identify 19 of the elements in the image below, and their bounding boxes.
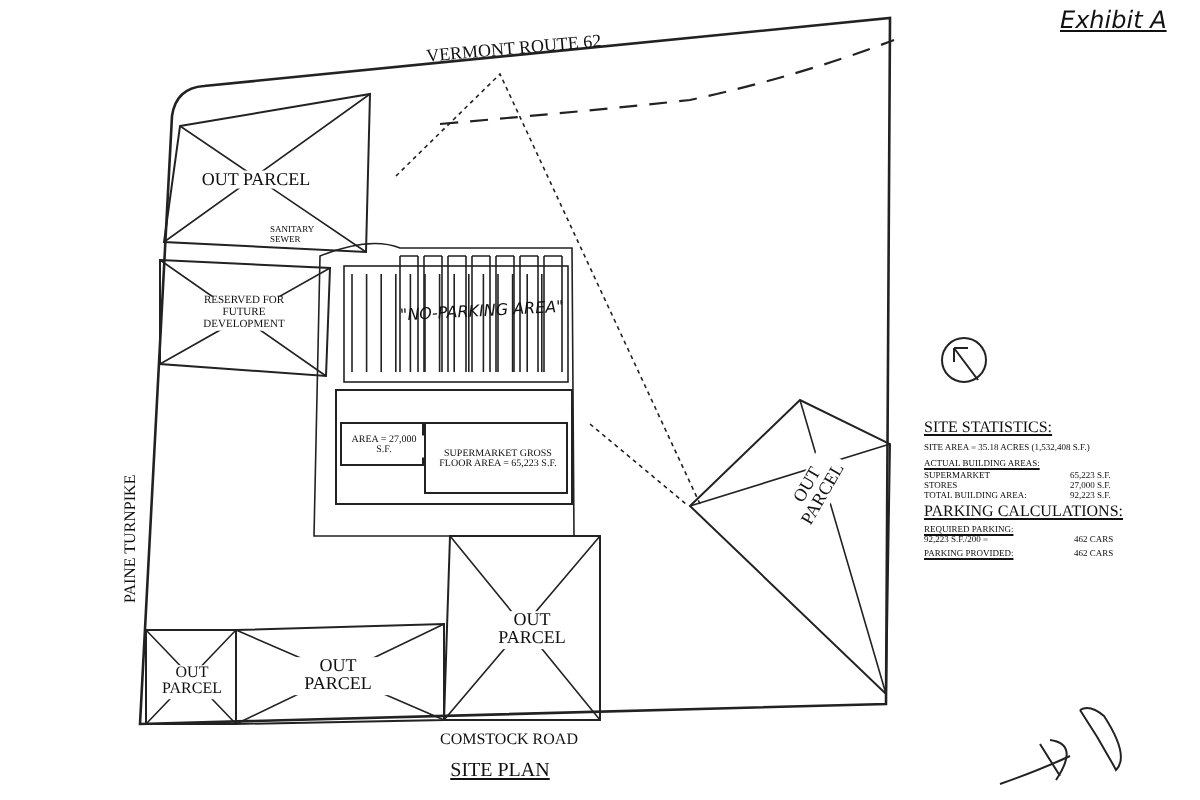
- building-area: [424, 422, 568, 494]
- parcel-outline: [144, 626, 240, 730]
- road-name: VERMONT ROUTE 62: [425, 32, 603, 68]
- parcel-outline: [440, 532, 604, 724]
- exhibit-label: Exhibit A: [1060, 8, 1167, 35]
- parcel-label: OUT PARCEL: [199, 170, 313, 190]
- parcel-outline: [234, 620, 448, 728]
- section-heading: PARKING CALCULATIONS:: [924, 504, 1123, 522]
- parcel-outline: [156, 256, 336, 380]
- parcel-label: OUT PARCEL: [496, 611, 568, 649]
- handwritten-note: "NO-PARKING AREA": [399, 299, 565, 326]
- parcel-outline: [686, 396, 894, 700]
- parcel-label: OUT PARCEL: [160, 665, 224, 699]
- road-name: COMSTOCK ROAD: [440, 732, 578, 750]
- plan-title: SITE PLAN: [450, 760, 550, 782]
- parcel-outline: [160, 90, 376, 254]
- section-heading: SITE STATISTICS:: [924, 420, 1053, 438]
- road-name: PAINE TURNPIKE: [123, 474, 142, 604]
- building-area: [340, 422, 424, 466]
